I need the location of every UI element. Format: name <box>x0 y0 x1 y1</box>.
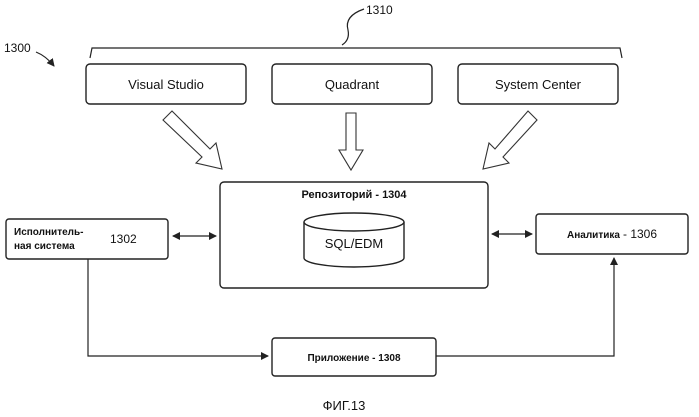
runtime-system-box: Исполнитель- ная система 1302 <box>6 219 168 259</box>
tool-label: Quadrant <box>325 77 380 92</box>
analytics-box: Аналитика - 1306 <box>536 214 688 254</box>
database-cylinder: SQL/EDM <box>304 213 404 267</box>
tool-box-system-center: System Center <box>458 64 618 104</box>
tool-label: Visual Studio <box>128 77 204 92</box>
runtime-label-line1: Исполнитель- <box>14 227 83 238</box>
group-ref-leader <box>342 9 364 45</box>
repository-box: Репозиторий - 1304 SQL/EDM <box>220 182 488 288</box>
figure-ref-pointer <box>36 52 54 66</box>
runtime-ref: 1302 <box>110 232 137 246</box>
repository-label: Репозиторий - 1304 <box>301 189 407 201</box>
group-ref-label: 1310 <box>366 3 393 17</box>
analytics-label: Аналитика <box>567 230 620 241</box>
hollow-arrow-right <box>483 111 537 169</box>
runtime-label-line2: ная система <box>14 241 75 252</box>
application-label: Приложение - 1308 <box>307 353 400 364</box>
hollow-arrow-left <box>163 111 222 169</box>
tool-box-visual-studio: Visual Studio <box>86 64 246 104</box>
hollow-arrow-center <box>339 113 363 170</box>
tool-label: System Center <box>495 77 582 92</box>
group-brace <box>90 48 622 58</box>
tool-box-quadrant: Quadrant <box>272 64 432 104</box>
figure-ref-label: 1300 <box>4 41 31 55</box>
application-box: Приложение - 1308 <box>272 338 436 376</box>
database-label: SQL/EDM <box>325 236 384 251</box>
analytics-ref: - 1306 <box>623 227 657 241</box>
figure-caption: ФИГ.13 <box>323 398 366 413</box>
